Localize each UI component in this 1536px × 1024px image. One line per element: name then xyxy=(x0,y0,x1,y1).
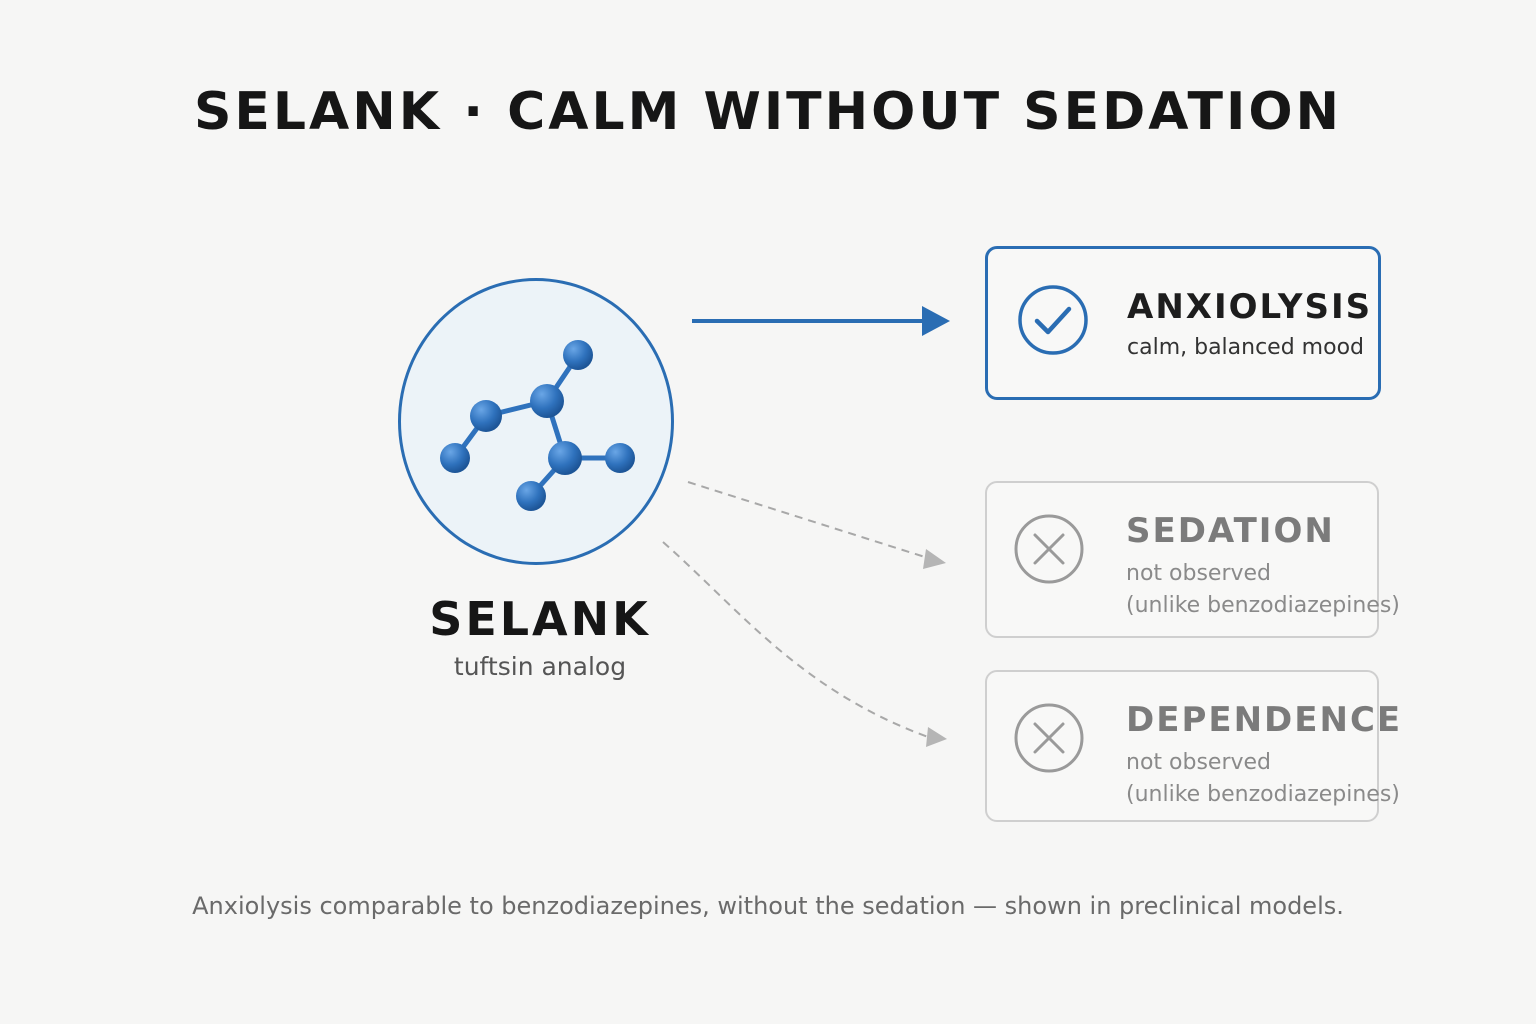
footnote: Anxiolysis comparable to benzodiazepines… xyxy=(192,892,1344,920)
molecule-badge xyxy=(398,278,674,565)
outcome-note: (unlike benzodiazepines) xyxy=(1126,782,1400,807)
check-circle-icon xyxy=(1018,285,1088,355)
outcome-heading: SEDATION xyxy=(1126,511,1335,551)
outcome-status: not observed xyxy=(1126,561,1272,586)
outcome-card-sedation: SEDATION not observed (unlike benzodiaze… xyxy=(985,481,1400,638)
compound-name: SELANK xyxy=(429,592,651,646)
outcome-card-dependence: DEPENDENCE not observed (unlike benzodia… xyxy=(985,670,1400,822)
outcome-card-anxiolysis: ANXIOLYSIS calm, balanced mood xyxy=(985,246,1381,400)
outcome-description: calm, balanced mood xyxy=(1127,335,1364,360)
outcome-note: (unlike benzodiazepines) xyxy=(1126,593,1400,618)
compound-subtitle: tuftsin analog xyxy=(453,652,627,681)
diagram-title: SELANK · CALM WITHOUT SEDATION xyxy=(193,82,1343,142)
outcome-status: not observed xyxy=(1126,750,1272,775)
solid-arrow-anxiolysis xyxy=(692,306,950,336)
outcome-heading: ANXIOLYSIS xyxy=(1127,287,1373,327)
dashed-arrow-sedation xyxy=(687,481,946,569)
outcome-heading: DEPENDENCE xyxy=(1126,700,1403,740)
dashed-arrow-dependence xyxy=(662,541,947,747)
x-circle-icon xyxy=(1014,703,1084,773)
molecule-icon xyxy=(440,340,635,511)
x-circle-icon xyxy=(1014,514,1084,584)
